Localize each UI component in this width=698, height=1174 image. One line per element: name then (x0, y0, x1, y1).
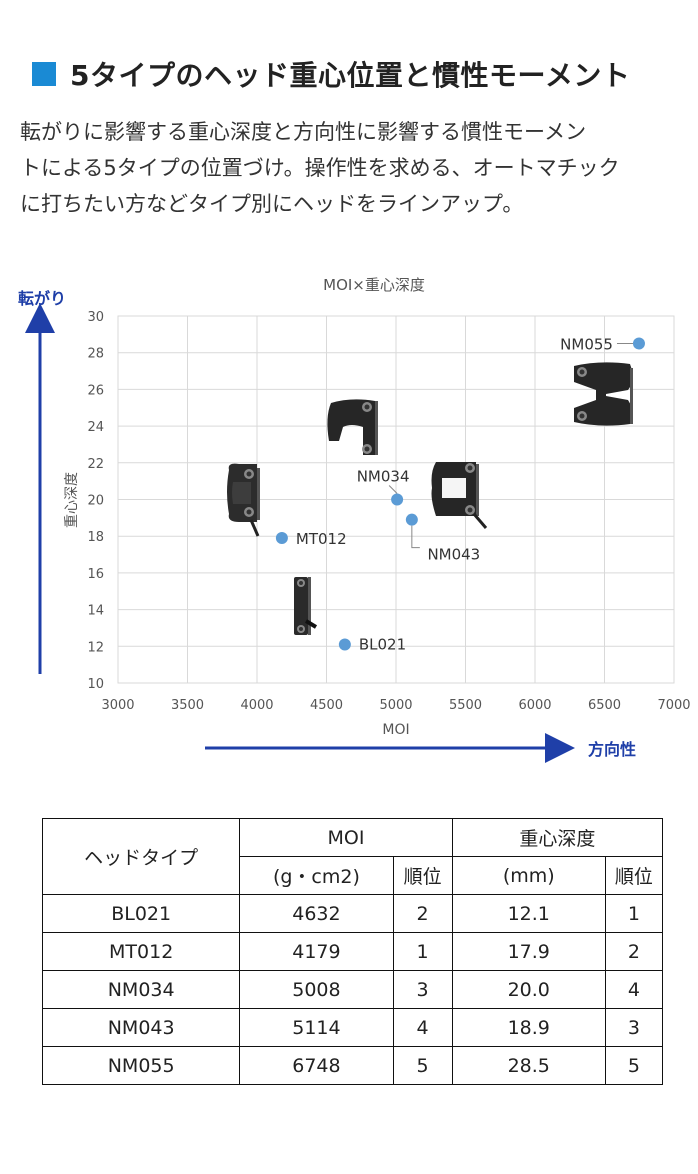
cell-moi-rank: 4 (392, 1008, 453, 1047)
y-tick-label: 24 (87, 420, 104, 435)
data-point-mt012 (275, 532, 288, 545)
x-tick-label: 5000 (379, 698, 412, 713)
cell-type: NM043 (41, 1008, 241, 1047)
table-row: NM034 5008 3 20.0 4 (41, 970, 664, 1009)
header-head-type: ヘッドタイプ (41, 818, 241, 895)
y-tick-label: 10 (87, 677, 104, 692)
cell-depth-rank: 4 (604, 970, 664, 1009)
table-row: NM055 6748 5 28.5 5 (41, 1046, 664, 1085)
header-moi-unit: (g・cm2) (239, 856, 394, 895)
leader-line-nm034 (388, 485, 398, 494)
table-subheader-row: (g・cm2) 順位 (mm) 順位 (43, 856, 664, 895)
cell-depth: 28.5 (451, 1046, 606, 1085)
cell-moi-rank: 5 (392, 1046, 453, 1085)
x-tick-label: 4500 (310, 698, 343, 713)
data-label-bl021: BL021 (359, 635, 406, 653)
cell-depth-rank: 5 (604, 1046, 664, 1085)
putter-nm034-image (327, 399, 378, 455)
description: 転がりに影響する重心深度と方向性に影響する慣性モーメン トによる5タイプの位置づ… (20, 114, 680, 222)
x-tick-label: 3000 (101, 698, 134, 713)
x-tick-label: 7000 (657, 698, 690, 713)
cell-depth: 20.0 (451, 970, 606, 1009)
cell-moi: 5114 (239, 1008, 394, 1047)
point-leader-lines (388, 343, 633, 549)
table-row: MT012 4179 1 17.9 2 (41, 932, 664, 971)
y-tick-label: 12 (87, 640, 104, 655)
x-tick-label: 3500 (171, 698, 204, 713)
cell-type: NM034 (41, 970, 241, 1009)
cell-type: BL021 (41, 894, 241, 933)
data-point-nm043 (405, 513, 418, 526)
cell-moi-rank: 1 (392, 932, 453, 971)
blue-square-icon (32, 62, 56, 86)
header-depth: 重心深度 (451, 818, 664, 857)
x-tick-label: 4000 (240, 698, 273, 713)
table-header-row: ヘッドタイプ MOI 重心深度 (41, 818, 664, 895)
y-tick-label: 30 (87, 310, 104, 325)
data-label-nm043: NM043 (427, 546, 480, 564)
cell-depth-rank: 3 (604, 1008, 664, 1047)
cell-moi: 5008 (239, 970, 394, 1009)
putter-bl021-image (294, 577, 318, 635)
moi-depth-scatter-chart: 3000 3500 4000 4500 5000 5500 6000 6500 7000 10 12… (18, 276, 691, 763)
putter-nm055-image (574, 362, 633, 426)
cell-type: NM055 (41, 1046, 241, 1085)
cell-moi-rank: 2 (392, 894, 453, 933)
data-label-nm055: NM055 (560, 336, 613, 354)
cell-depth-rank: 2 (604, 932, 664, 971)
x-axis-label: MOI (382, 722, 409, 738)
section-header: 5タイプのヘッド重心位置と慣性モーメント (32, 54, 630, 94)
cell-moi: 4179 (239, 932, 394, 971)
y-tick-label: 14 (87, 604, 104, 619)
cell-moi-rank: 3 (392, 970, 453, 1009)
putter-nm043-image (431, 462, 488, 529)
description-line: トによる5タイプの位置づけ。操作性を求める、オートマチック (20, 156, 620, 180)
specs-table: ヘッドタイプ MOI 重心深度 (g・cm2) 順位 (mm) 順位 BL021… (41, 818, 664, 1085)
y-direction-label: 転がり (18, 289, 66, 308)
description-line: に打ちたい方などタイプ別にヘッドをラインアップ。 (20, 192, 524, 216)
data-point-nm034 (391, 493, 404, 506)
x-tick-label: 5500 (449, 698, 482, 713)
description-line: 転がりに影響する重心深度と方向性に影響する慣性モーメン (20, 120, 587, 144)
section-title: 5タイプのヘッド重心位置と慣性モーメント (70, 59, 631, 92)
x-tick-label: 6500 (588, 698, 621, 713)
data-point-bl021 (338, 638, 351, 651)
cell-depth-rank: 1 (604, 894, 664, 933)
header-moi-rank: 順位 (392, 856, 453, 895)
y-tick-label: 16 (87, 567, 104, 582)
data-label-nm034: NM034 (357, 468, 410, 486)
y-axis-label: 重心深度 (64, 472, 80, 528)
cell-depth: 18.9 (451, 1008, 606, 1047)
cell-type: MT012 (41, 932, 241, 971)
y-tick-label: 28 (87, 347, 104, 362)
header-depth-unit: (mm) (451, 856, 606, 895)
cell-moi: 4632 (239, 894, 394, 933)
y-tick-label: 22 (87, 457, 104, 472)
header-depth-rank: 順位 (604, 856, 664, 895)
y-tick-label: 26 (87, 383, 104, 398)
table-row: NM043 5114 4 18.9 3 (41, 1008, 664, 1047)
y-tick-label: 18 (87, 530, 104, 545)
leader-line-nm043 (411, 525, 420, 549)
data-point-nm055 (632, 337, 645, 350)
cell-moi: 6748 (239, 1046, 394, 1085)
y-tick-label: 20 (87, 494, 104, 509)
chart-title: MOI×重心深度 (323, 276, 425, 294)
header-moi: MOI (239, 818, 453, 857)
x-tick-label: 6000 (518, 698, 551, 713)
table-row: BL021 4632 2 12.1 1 (41, 894, 664, 933)
cell-depth: 17.9 (451, 932, 606, 971)
cell-depth: 12.1 (451, 894, 606, 933)
putter-mt012-image (227, 463, 260, 537)
putter-images (227, 362, 633, 635)
x-direction-label: 方向性 (588, 740, 636, 759)
data-label-mt012: MT012 (296, 530, 347, 548)
